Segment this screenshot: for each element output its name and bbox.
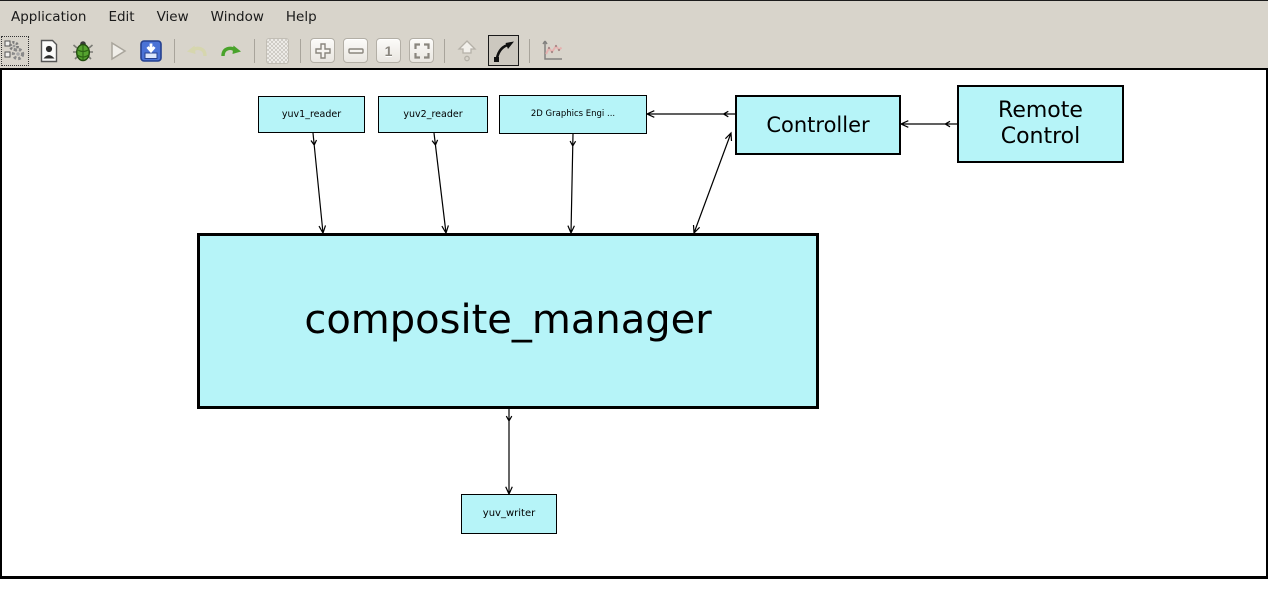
node-label: composite_manager (304, 297, 712, 344)
node-yuv2-reader[interactable]: yuv2_reader (378, 96, 488, 133)
connector-composite-manager-to-controller[interactable] (692, 131, 733, 235)
redo-icon (221, 45, 241, 56)
performance-chart-button[interactable] (539, 37, 565, 65)
zoom-out-icon (347, 47, 364, 54)
chart-icon (542, 40, 563, 60)
save-icon (140, 39, 162, 62)
play-icon (111, 41, 127, 60)
menu-help[interactable]: Help (285, 9, 317, 25)
gears-icon (4, 40, 25, 60)
undo-button[interactable] (184, 37, 210, 65)
zoom-fit-icon (413, 42, 430, 59)
toolbar: 1 (0, 33, 1268, 70)
connector-graphics-engine-to-composite-manager[interactable] (567, 133, 577, 235)
toolbar-separator (300, 38, 301, 63)
connector-remote-control-to-controller[interactable] (899, 120, 957, 128)
profile-document-button[interactable] (36, 37, 62, 65)
node-yuv-writer[interactable]: yuv_writer (461, 494, 557, 534)
connector-tool-button[interactable] (488, 35, 519, 66)
connector-controller-to-graphics-engine[interactable] (645, 110, 735, 118)
toolbar-separator (529, 38, 530, 63)
person-document-icon (40, 39, 58, 62)
toolbar-separator (444, 38, 445, 63)
node-yuv1-reader[interactable]: yuv1_reader (258, 96, 365, 133)
connector-arrow-icon (493, 41, 514, 62)
node-label: 2D Graphics Engi ... (530, 109, 616, 120)
debug-button[interactable] (70, 37, 96, 65)
zoom-fit-button[interactable] (409, 38, 434, 63)
node-composite-manager[interactable]: composite_manager (197, 233, 819, 409)
node-label: Remote Control (998, 98, 1083, 149)
connector-yuv2-reader-to-composite-manager[interactable] (431, 132, 449, 235)
menubar: Application Edit View Window Help (0, 0, 1268, 33)
zoom-in-icon (314, 42, 331, 59)
node-remote-control[interactable]: Remote Control (957, 85, 1124, 163)
menu-application[interactable]: Application (11, 9, 87, 25)
node-label: Controller (766, 112, 870, 137)
zoom-out-button[interactable] (343, 38, 368, 63)
menu-view[interactable]: View (156, 9, 189, 25)
image-faded-button[interactable] (264, 37, 290, 65)
run-button[interactable] (104, 37, 130, 65)
node-label: yuv2_reader (403, 108, 463, 120)
undo-icon (187, 45, 207, 56)
connector-yuv1-reader-to-composite-manager[interactable] (310, 132, 327, 235)
node-controller[interactable]: Controller (735, 95, 901, 155)
zoom-reset-icon: 1 (384, 42, 393, 59)
node-label: yuv_writer (482, 508, 536, 520)
save-button[interactable] (138, 37, 164, 65)
faded-image-icon (265, 37, 289, 64)
model-gears-button[interactable] (1, 35, 29, 66)
node-label: yuv1_reader (281, 108, 342, 120)
node-graphics-engine[interactable]: 2D Graphics Engi ... (499, 95, 647, 134)
toolbar-separator (174, 38, 175, 63)
zoom-in-button[interactable] (310, 38, 335, 63)
connector-composite-manager-to-yuv-writer[interactable] (505, 409, 513, 496)
zoom-reset-button[interactable]: 1 (376, 38, 401, 63)
bug-icon (72, 40, 94, 61)
menu-edit[interactable]: Edit (108, 9, 135, 25)
menu-window[interactable]: Window (210, 9, 264, 25)
up-level-button[interactable] (454, 37, 480, 65)
toolbar-separator (254, 38, 255, 63)
redo-button[interactable] (218, 37, 244, 65)
up-arrow-icon (457, 39, 477, 61)
diagram-canvas[interactable]: yuv1_reader yuv2_reader 2D Graphics Engi .… (0, 70, 1268, 579)
